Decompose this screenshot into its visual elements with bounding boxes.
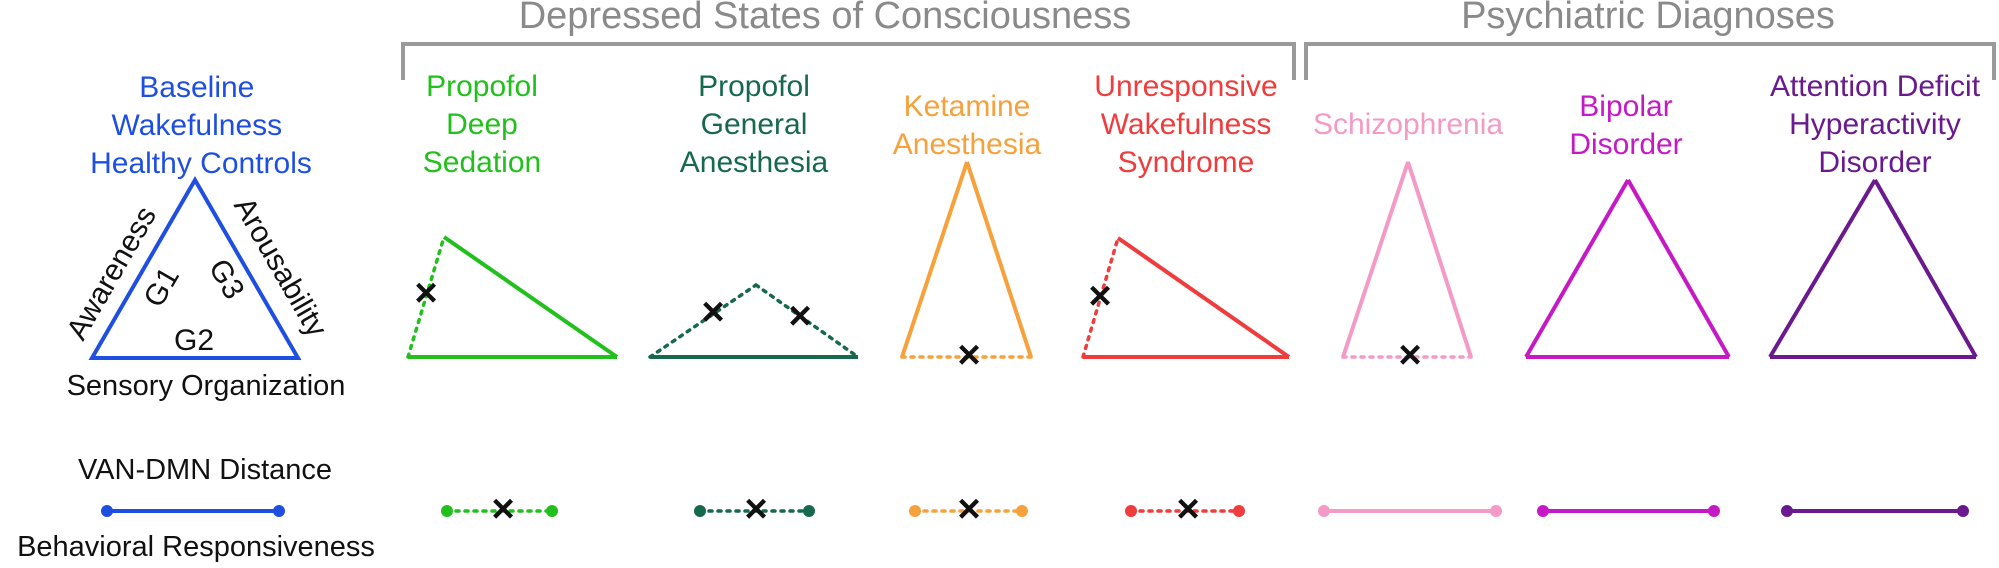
- ketamine-anesthesia-title-line-2: Anesthesia: [893, 128, 1042, 161]
- attention-deficit-hyperactivity-disorder-triangle-right-side: [1873, 179, 1978, 358]
- bipolar-disorder-responsiveness-endpoint-right: [1708, 505, 1720, 517]
- unresponsive-wakefulness-syndrome-title-line-1: Unresponsive: [1094, 70, 1277, 103]
- propofol-general-anesthesia-title-line-2: General: [701, 108, 808, 141]
- bipolar-disorder-title-line-2: Disorder: [1569, 128, 1682, 161]
- unresponsive-wakefulness-syndrome-responsiveness-marker: ×: [1176, 487, 1199, 531]
- bipolar-disorder-title-line-1: Bipolar: [1579, 90, 1672, 123]
- schizophrenia-triangle-right-side: [1406, 161, 1473, 358]
- propofol-deep-sedation-triangle-right-side: [442, 235, 619, 359]
- group-label-psychiatric-diagnoses: Psychiatric Diagnoses: [1461, 0, 1835, 37]
- sensory-organization-label: Sensory Organization: [67, 370, 346, 402]
- propofol-general-anesthesia-title-line-1: Propofol: [698, 70, 810, 103]
- schizophrenia-title-line-1: Schizophrenia: [1313, 108, 1503, 141]
- bracket-depressed-states: [401, 42, 1296, 80]
- propofol-deep-sedation-triangle-marker-1: ×: [414, 271, 437, 315]
- arousability-label: Arousability: [227, 192, 333, 343]
- ketamine-anesthesia-title-line-1: Ketamine: [904, 90, 1031, 123]
- propofol-general-anesthesia-title-line-3: Anesthesia: [680, 146, 829, 179]
- g2-label: G2: [174, 324, 214, 357]
- schizophrenia-responsiveness-endpoint-left: [1318, 505, 1330, 517]
- ketamine-anesthesia-triangle-marker-1: ×: [957, 333, 980, 377]
- propofol-deep-sedation-triangle-left-side: [406, 235, 446, 359]
- attention-deficit-hyperactivity-disorder-responsiveness-endpoint-left: [1781, 505, 1793, 517]
- bipolar-disorder-responsiveness-endpoint-left: [1537, 505, 1549, 517]
- schizophrenia-triangle-left-side: [1341, 161, 1410, 358]
- attention-deficit-hyperactivity-disorder-title-line-2: Hyperactivity: [1789, 108, 1961, 141]
- propofol-deep-sedation-title-line-3: Sedation: [423, 146, 541, 179]
- ketamine-anesthesia-triangle-left-side: [900, 161, 969, 358]
- unresponsive-wakefulness-syndrome-responsiveness-endpoint-right: [1233, 505, 1245, 517]
- propofol-deep-sedation-responsiveness-endpoint-left: [441, 505, 453, 517]
- bipolar-disorder-triangle-left-side: [1524, 179, 1630, 358]
- propofol-general-anesthesia-responsiveness-marker: ×: [744, 487, 767, 531]
- baseline-triangle: [88, 176, 302, 360]
- bracket-psychiatric-diagnoses: [1304, 42, 1996, 80]
- propofol-general-anesthesia-triangle-left-side: [648, 283, 758, 359]
- ketamine-anesthesia-responsiveness-endpoint-right: [1016, 505, 1028, 517]
- propofol-general-anesthesia-triangle-right-side: [754, 283, 860, 359]
- propofol-deep-sedation-responsiveness-marker: ×: [491, 487, 514, 531]
- propofol-general-anesthesia-triangle-marker-2: ×: [788, 294, 811, 338]
- baseline-responsiveness-endpoint-right: [273, 505, 285, 517]
- attention-deficit-hyperactivity-disorder-triangle-left-side: [1768, 178, 1877, 359]
- unresponsive-wakefulness-syndrome-triangle-right-side: [1116, 236, 1291, 359]
- behavioral-responsiveness-label: Behavioral Responsiveness: [17, 531, 375, 563]
- propofol-general-anesthesia-triangle-marker-1: ×: [701, 290, 724, 334]
- schizophrenia-responsiveness-endpoint-right: [1490, 505, 1502, 517]
- baseline-title-line-1: Baseline: [139, 71, 254, 104]
- unresponsive-wakefulness-syndrome-title-line-3: Syndrome: [1118, 146, 1255, 179]
- propofol-general-anesthesia-responsiveness-endpoint-left: [694, 505, 706, 517]
- baseline-title-line-3: Healthy Controls: [90, 147, 312, 180]
- baseline-title-line-2: Wakefulness: [112, 109, 283, 142]
- attention-deficit-hyperactivity-disorder-title-line-1: Attention Deficit: [1770, 70, 1981, 103]
- ketamine-anesthesia-responsiveness-marker: ×: [957, 487, 980, 531]
- propofol-deep-sedation-title-line-1: Propofol: [426, 70, 538, 103]
- ketamine-anesthesia-triangle-right-side: [965, 161, 1033, 358]
- baseline-title: Baseline Wakefulness Healthy Controls: [90, 71, 312, 180]
- unresponsive-wakefulness-syndrome-triangle-left-side: [1081, 236, 1120, 359]
- attention-deficit-hyperactivity-disorder-title-line-3: Disorder: [1818, 146, 1931, 179]
- propofol-deep-sedation-responsiveness-endpoint-right: [546, 505, 558, 517]
- ketamine-anesthesia-responsiveness-endpoint-left: [909, 505, 921, 517]
- schizophrenia-triangle-marker-1: ×: [1398, 333, 1421, 377]
- attention-deficit-hyperactivity-disorder-responsiveness-endpoint-right: [1957, 505, 1969, 517]
- baseline-responsiveness-endpoint-left: [101, 505, 113, 517]
- baseline-panel: Baseline Wakefulness Healthy Controls Aw…: [17, 71, 375, 563]
- unresponsive-wakefulness-syndrome-responsiveness-endpoint-left: [1125, 505, 1137, 517]
- group-label-depressed-states: Depressed States of Consciousness: [519, 0, 1132, 37]
- propofol-general-anesthesia-responsiveness-endpoint-right: [803, 505, 815, 517]
- propofol-deep-sedation-title-line-2: Deep: [446, 108, 518, 141]
- unresponsive-wakefulness-syndrome-triangle-marker-1: ×: [1088, 274, 1111, 318]
- van-dmn-distance-label: VAN-DMN Distance: [78, 454, 332, 486]
- unresponsive-wakefulness-syndrome-title-line-2: Wakefulness: [1101, 108, 1272, 141]
- bipolar-disorder-triangle-right-side: [1626, 179, 1731, 358]
